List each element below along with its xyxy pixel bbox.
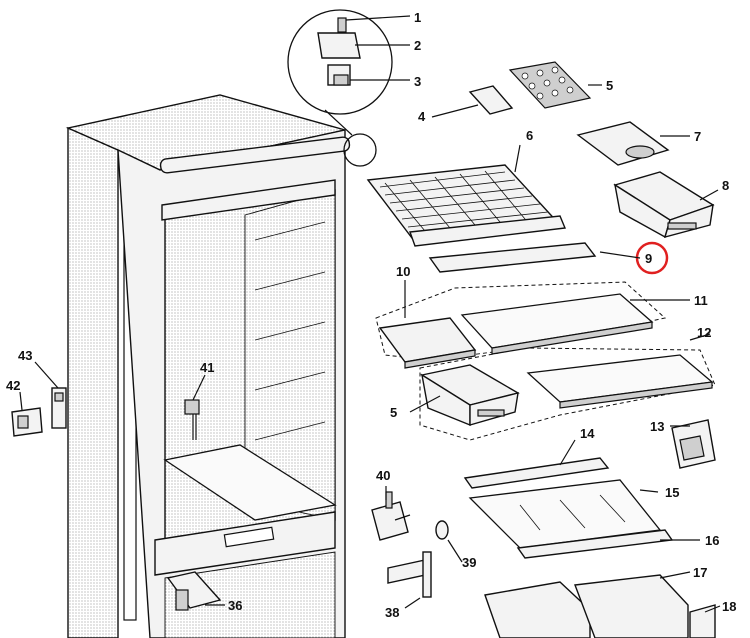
part-18: [689, 604, 716, 638]
callout-12: 12: [697, 325, 711, 340]
callout-8: 8: [722, 178, 729, 193]
part-5-egg-tray: [508, 61, 592, 109]
part-43: [51, 387, 67, 429]
part-11-glass-shelf: [460, 293, 654, 355]
fridge-cabinet: [65, 94, 377, 638]
callout-3: 3: [414, 74, 421, 89]
part-12-glass-shelf: [526, 354, 714, 409]
callout-14: 14: [580, 426, 595, 441]
callout-2: 2: [414, 38, 421, 53]
part-17-drawers: [484, 574, 689, 638]
part-41-thermostat: [184, 399, 200, 440]
callout-15: 15: [665, 485, 679, 500]
part-38-bracket: [387, 551, 432, 598]
part-8-box: [613, 171, 715, 239]
callout-6: 6: [526, 128, 533, 143]
callout-9: 9: [645, 251, 652, 266]
part-7-lid: [576, 121, 670, 166]
callout-5a: 5: [606, 78, 613, 93]
part-39: [435, 520, 449, 540]
callout-16: 16: [705, 533, 719, 548]
callout-40: 40: [376, 468, 390, 483]
callout-41: 41: [200, 360, 214, 375]
callout-11: 11: [694, 293, 708, 308]
callout-4: 4: [418, 109, 426, 124]
callout-1: 1: [414, 10, 421, 25]
callout-36: 36: [228, 598, 242, 613]
callout-7: 7: [694, 129, 701, 144]
part-4: [468, 85, 514, 115]
callout-38: 38: [385, 605, 399, 620]
callout-10: 10: [396, 264, 410, 279]
callout-43: 43: [18, 348, 32, 363]
part-14-rail: [463, 457, 610, 489]
part-6-wire-shelf: [366, 164, 567, 247]
leader-lines: [19, 15, 721, 613]
part-36-bracket: [166, 571, 222, 611]
part-10-cover: [378, 317, 477, 369]
part-42: [11, 407, 43, 437]
part-40-bracket: [371, 491, 411, 541]
callout-13: 13: [650, 419, 664, 434]
callout-39: 39: [462, 555, 476, 570]
callout-42: 42: [6, 378, 20, 393]
hinge-detail: [287, 9, 393, 136]
callout-5b: 5: [390, 405, 397, 420]
callout-18: 18: [722, 599, 736, 614]
callout-17: 17: [693, 565, 707, 580]
part-13-bracket: [671, 419, 716, 469]
part-9-strip: [428, 242, 597, 273]
part-5-box: [420, 364, 520, 427]
